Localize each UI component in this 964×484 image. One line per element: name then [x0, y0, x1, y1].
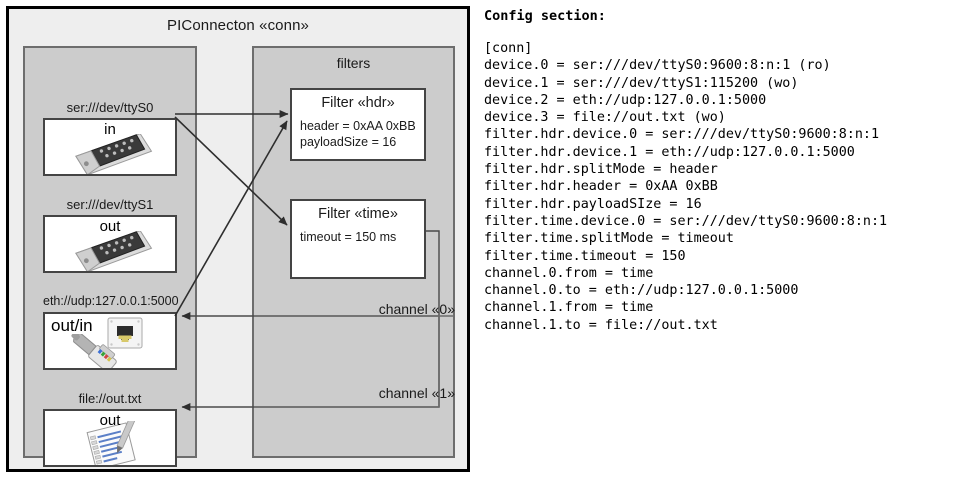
device-direction: in [104, 121, 116, 138]
ethernet-jack-icon [107, 317, 143, 349]
channel-1-label: channel «1» [378, 385, 455, 401]
device-direction: out/in [51, 316, 93, 335]
filter-prop: payloadSize = 16 [300, 135, 397, 149]
channel-0-label: channel «0» [378, 301, 455, 317]
config-line: filter.hdr.header = 0xAA 0xBB [484, 179, 718, 195]
config-line: filter.hdr.payloadSIze = 16 [484, 196, 702, 212]
diagram-title: PIConnecton «conn» [167, 17, 309, 34]
filter-hdr-node[interactable]: Filter «hdr» header = 0xAA 0xBB payloadS… [290, 88, 426, 161]
config-line: filter.time.device.0 = ser:///dev/ttyS0:… [484, 213, 888, 229]
device-ser-ttyS1[interactable]: ser:///dev/ttyS1 out [43, 197, 177, 273]
config-line: filter.time.timeout = 150 [484, 248, 686, 264]
config-text-block: [conn] device.0 = ser:///dev/ttyS0:9600:8… [484, 40, 887, 334]
device-file-out-txt[interactable]: file://out.txt out [43, 391, 177, 467]
serial-port-icon [75, 231, 153, 271]
ethernet-cable-icon [71, 334, 117, 368]
config-line: channel.1.from = time [484, 300, 654, 316]
device-eth-udp[interactable]: eth://udp:127.0.0.1:5000 out/in [43, 294, 179, 370]
config-line: channel.0.to = eth://udp:127.0.0.1:5000 [484, 283, 799, 299]
piconnector-component-diagram: PIConnecton «conn» ser:///dev/ttyS0 in [6, 6, 470, 472]
filters-panel-title: filters [336, 55, 371, 71]
device-box[interactable]: in [43, 118, 177, 176]
config-section-panel: Config section: [conn] device.0 = ser:///… [484, 0, 962, 484]
config-line: filter.hdr.device.1 = eth://udp:127.0.0.… [484, 144, 855, 160]
filter-prop: header = 0xAA 0xBB [300, 119, 416, 133]
config-line: filter.time.splitMode = timeout [484, 231, 734, 247]
config-line: device.1 = ser:///dev/ttyS1:115200 (wo) [484, 75, 799, 91]
filter-title: Filter «hdr» [321, 95, 395, 111]
device-label: eth://udp:127.0.0.1:5000 [43, 294, 179, 308]
device-box[interactable]: out/in [43, 312, 177, 370]
config-line: [conn] [484, 41, 533, 56]
device-label: file://out.txt [78, 391, 142, 406]
device-direction: out [99, 412, 121, 429]
filter-prop: timeout = 150 ms [300, 230, 397, 244]
devices-panel: ser:///dev/ttyS0 in [23, 46, 197, 467]
device-box[interactable]: out [43, 409, 177, 467]
filter-props: timeout = 150 ms [292, 229, 424, 245]
config-heading: Config section: [484, 8, 606, 24]
config-line: device.2 = eth://udp:127.0.0.1:5000 [484, 92, 767, 108]
config-line: filter.hdr.splitMode = header [484, 162, 718, 178]
filter-props: header = 0xAA 0xBB payloadSize = 16 [292, 118, 424, 150]
serial-port-icon [75, 134, 153, 174]
config-line: filter.hdr.device.0 = ser:///dev/ttyS0:9… [484, 127, 880, 143]
config-line: channel.1.to = file://out.txt [484, 317, 718, 333]
filter-time-node[interactable]: Filter «time» timeout = 150 ms [290, 199, 426, 279]
device-ser-ttyS0[interactable]: ser:///dev/ttyS0 in [43, 100, 177, 176]
config-line: device.3 = file://out.txt (wo) [484, 110, 726, 126]
config-line: channel.0.from = time [484, 265, 654, 281]
device-box[interactable]: out [43, 215, 177, 273]
text-file-icon [86, 421, 137, 465]
device-direction: out [99, 218, 121, 235]
device-label: ser:///dev/ttyS1 [66, 197, 154, 212]
filter-title: Filter «time» [318, 206, 398, 222]
config-line: device.0 = ser:///dev/ttyS0:9600:8:n:1 (… [484, 58, 831, 74]
device-label: ser:///dev/ttyS0 [66, 100, 154, 115]
